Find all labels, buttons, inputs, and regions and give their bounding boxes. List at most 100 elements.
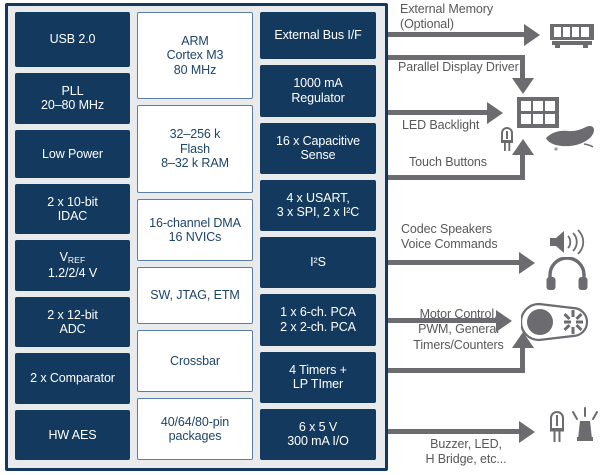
- headphones-icon: [545, 257, 589, 291]
- block-idac-line2: IDAC: [57, 209, 88, 224]
- label-led-backlight: LED Backlight: [402, 118, 479, 133]
- block-dma-line1: 16-channel DMA: [149, 215, 241, 230]
- block-ext-bus[interactable]: External Bus I/F: [260, 12, 376, 60]
- block-adc-line1: 2 x 12-bit: [47, 307, 98, 322]
- block-cap-sense-line2: Sense: [300, 148, 336, 163]
- block-packages[interactable]: 40/64/80-pin packages: [137, 398, 253, 460]
- block-crossbar[interactable]: Crossbar: [137, 329, 253, 393]
- block-timers-line2: LP TImer: [292, 377, 344, 392]
- block-hw-aes-line1: HW AES: [48, 427, 97, 442]
- block-cpu-line3: 80 MHz: [173, 62, 217, 77]
- led-icon: [499, 122, 515, 152]
- block-cpu[interactable]: ARM Cortex M3 80 MHz: [137, 12, 253, 100]
- arrow-touch-buttons: [511, 139, 534, 155]
- speaker-icon: [547, 228, 589, 256]
- block-pll[interactable]: PLL 20–80 MHz: [15, 73, 130, 124]
- wire-motor-control-in-v: [520, 348, 525, 370]
- wire-external-memory: [388, 32, 526, 37]
- wire-parallel-display-v: [520, 55, 525, 79]
- block-pca-line2: 2 x 2-ch. PCA: [280, 319, 356, 334]
- block-pll-line2: 20–80 MHz: [40, 98, 105, 113]
- block-memory-line3: 8–32 k RAM: [161, 156, 229, 171]
- block-idac[interactable]: 2 x 10-bit IDAC: [15, 184, 130, 235]
- vref-symbol: V: [59, 250, 68, 265]
- label-buzzer-led-line2: H Bridge, etc...: [425, 452, 507, 467]
- block-serial-line1: 4 x USART,: [286, 190, 350, 205]
- block-crossbar-line1: Crossbar: [170, 353, 220, 368]
- block-adc[interactable]: 2 x 12-bit ADC: [15, 296, 130, 348]
- block-cap-sense[interactable]: 16 x Capacitive Sense: [260, 122, 376, 174]
- block-adc-line2: ADC: [59, 322, 86, 336]
- label-motor-control-line3: Timers/Counters: [413, 337, 504, 352]
- block-regulator-line2: Regulator: [291, 90, 345, 105]
- block-dma[interactable]: 16-channel DMA 16 NVICs: [137, 198, 253, 262]
- block-dma-line2: 16 NVICs: [168, 230, 222, 245]
- column-core-middle: ARM Cortex M3 80 MHz 32–256 k Flash 8–32…: [137, 12, 253, 460]
- block-low-power-line1: Low Power: [42, 146, 103, 161]
- display-panel-icon: [516, 96, 560, 129]
- arrow-parallel-display: [511, 78, 534, 94]
- block-pll-line1: PLL: [61, 83, 84, 98]
- arrow-codec-audio: [519, 251, 535, 274]
- wire-motor-control-in-h: [388, 368, 525, 373]
- block-io-line2: 300 mA I/O: [287, 434, 349, 449]
- block-comparator[interactable]: 2 x Comparator: [15, 353, 130, 404]
- block-ext-bus-line1: External Bus I/F: [274, 28, 362, 43]
- block-timers-line1: 4 Timers +: [289, 362, 347, 377]
- block-io-line1: 6 x 5 V: [298, 419, 338, 434]
- label-external-memory-line2: (Optional): [400, 17, 454, 32]
- block-cpu-line2: Cortex M3: [166, 48, 224, 63]
- block-vref[interactable]: VREF 1.2/2/4 V: [15, 240, 130, 291]
- block-i2s[interactable]: I²S: [260, 237, 376, 289]
- label-motor-control-line2: PWM, General: [418, 322, 499, 337]
- label-parallel-display-line1: Parallel Display Driver: [398, 60, 519, 74]
- block-i2s-line1: I²S: [310, 255, 326, 270]
- buzzer-icon: [570, 403, 600, 443]
- wire-parallel-display-h: [388, 55, 525, 60]
- memory-module-icon: [549, 20, 595, 50]
- arrow-external-memory: [524, 23, 540, 46]
- label-external-memory-line1: External Memory: [400, 2, 493, 16]
- block-comparator-line1: 2 x Comparator: [30, 371, 115, 386]
- block-usb-line1: USB 2.0: [49, 32, 96, 47]
- motor-pulley-icon: [521, 302, 593, 342]
- vref-subscript: REF: [67, 255, 86, 266]
- block-pca[interactable]: 1 x 6-ch. PCA 2 x 2-ch. PCA: [260, 294, 376, 346]
- label-motor-control-line1: Motor Control,: [419, 307, 498, 321]
- block-debug[interactable]: SW, JTAG, ETM: [137, 267, 253, 324]
- block-regulator[interactable]: 1000 mA Regulator: [260, 65, 376, 117]
- block-pca-line1: 1 x 6-ch. PCA: [280, 305, 356, 320]
- wire-codec-audio: [388, 260, 521, 265]
- block-vref-line2: 1.2/2/4 V: [47, 266, 98, 281]
- label-codec-audio-line1: Codec Speakers: [401, 222, 493, 236]
- column-peripherals-right: External Bus I/F 1000 mA Regulator 16 x …: [260, 12, 376, 461]
- block-low-power[interactable]: Low Power: [15, 129, 130, 179]
- label-buzzer-led: Buzzer, LED, H Bridge, etc...: [406, 437, 526, 468]
- mcu-panel: USB 2.0 PLL 20–80 MHz Low Power 2 x 10-b…: [5, 3, 388, 471]
- block-timers[interactable]: 4 Timers + LP TImer: [260, 351, 376, 403]
- wire-touch-buttons-h: [388, 175, 525, 180]
- block-hw-aes[interactable]: HW AES: [15, 409, 130, 460]
- block-vref-line1: VREF: [60, 250, 86, 266]
- block-regulator-line1: 1000 mA: [293, 76, 343, 91]
- label-buzzer-led-line1: Buzzer, LED,: [430, 437, 502, 451]
- block-serial[interactable]: 4 x USART, 3 x SPI, 2 x I²C: [260, 179, 376, 232]
- block-memory[interactable]: 32–256 k Flash 8–32 k RAM: [137, 105, 253, 193]
- block-io[interactable]: 6 x 5 V 300 mA I/O: [260, 408, 376, 461]
- block-memory-line1: 32–256 k: [169, 127, 221, 142]
- wire-motor-control-out: [388, 318, 498, 323]
- block-usb[interactable]: USB 2.0: [15, 12, 130, 68]
- wire-touch-buttons-v: [520, 155, 525, 177]
- led-indicator-icon: [548, 405, 566, 443]
- label-codec-audio-line2: Voice Commands: [401, 237, 498, 252]
- label-parallel-display: Parallel Display Driver: [398, 60, 519, 75]
- block-memory-line2: Flash: [179, 141, 211, 156]
- block-cpu-line1: ARM: [181, 33, 209, 48]
- column-peripherals-left: USB 2.0 PLL 20–80 MHz Low Power 2 x 10-b…: [15, 12, 130, 460]
- block-debug-line1: SW, JTAG, ETM: [150, 288, 240, 303]
- label-touch-buttons: Touch Buttons: [409, 155, 487, 170]
- wire-buzzer-led: [388, 429, 521, 434]
- label-touch-buttons-line1: Touch Buttons: [409, 155, 487, 169]
- hand-touch-icon: [544, 124, 596, 154]
